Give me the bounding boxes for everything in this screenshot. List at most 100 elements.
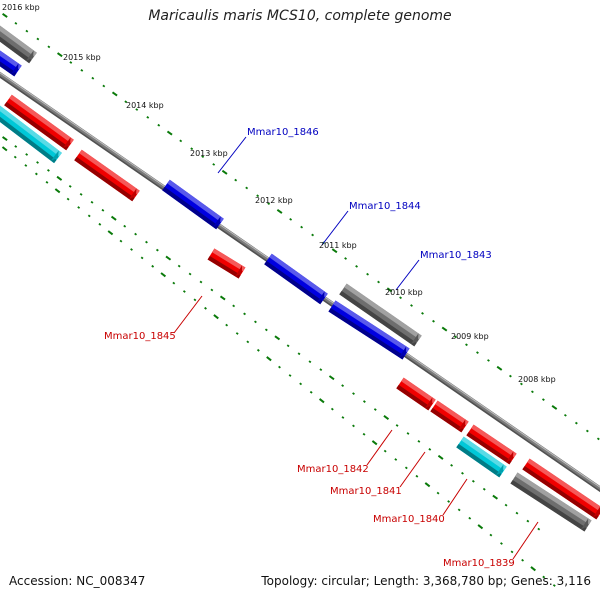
gene-label-mmar10-1846[interactable]: Mmar10_1846: [247, 127, 319, 138]
kbp-tick-label: 2010 kbp: [385, 288, 423, 297]
tick-mark: [90, 200, 94, 204]
accession-text: Accession: NC_008347: [9, 574, 146, 588]
tick-mark: [267, 202, 271, 206]
tick-mark: [201, 155, 205, 158]
tick-mark: [309, 390, 313, 394]
tick-mark: [596, 437, 600, 441]
gene-block-mmar10-1839[interactable]: [522, 458, 600, 520]
gene-label-leader: [395, 259, 420, 291]
tick-mark: [107, 230, 114, 236]
tick-mark: [25, 153, 29, 156]
gene-block-grey-2[interactable]: [510, 472, 592, 532]
gene-block-mmar10-1842[interactable]: [396, 377, 436, 411]
tick-mark: [330, 407, 334, 411]
tick-mark: [492, 494, 499, 500]
kbp-tick-label: 2012 kbp: [255, 196, 293, 205]
gene-block-red-1[interactable]: [4, 94, 74, 151]
tick-mark: [24, 164, 28, 167]
gene-block-cyan-1[interactable]: [0, 104, 62, 164]
tick-mark: [47, 45, 51, 49]
tick-mark: [352, 424, 355, 428]
tick-mark: [47, 169, 50, 172]
gene-block-mmar10-1840[interactable]: [456, 436, 507, 478]
tick-mark: [489, 533, 493, 537]
gene-block-mmar10-1843[interactable]: [339, 283, 422, 347]
tick-mark: [352, 392, 355, 395]
gene-block-mmar10-1841[interactable]: [430, 400, 469, 433]
tick-mark: [25, 29, 29, 33]
tick-mark: [266, 356, 272, 362]
gene-block-mmar10-1844[interactable]: [264, 253, 328, 305]
tick-mark: [210, 288, 214, 292]
tick-mark: [212, 163, 216, 166]
gene-block-blue-1[interactable]: [0, 49, 22, 77]
gene-label-mmar10-1844[interactable]: Mmar10_1844: [349, 201, 421, 212]
gene-label-leader: [217, 136, 247, 174]
tick-mark: [355, 264, 358, 268]
tick-mark: [68, 184, 72, 188]
tick-mark: [243, 312, 246, 316]
tick-mark: [344, 257, 348, 260]
kbp-tick-label: 2015 kbp: [63, 53, 101, 62]
tick-mark: [410, 304, 413, 307]
gene-label-leader: [173, 295, 203, 334]
tick-mark: [404, 466, 408, 470]
tick-mark: [520, 382, 523, 386]
gene-block-grey-1[interactable]: [0, 24, 37, 64]
gene-block-blue-2[interactable]: [328, 300, 410, 360]
tick-mark: [190, 147, 194, 151]
gene-label-mmar10-1841[interactable]: Mmar10_1841: [330, 486, 402, 497]
map-title: Maricaulis maris MCS10, complete genome: [148, 8, 452, 24]
gene-block-mmar10-1846[interactable]: [162, 179, 224, 230]
tick-mark: [542, 575, 546, 579]
tick-mark: [13, 155, 17, 159]
tick-mark: [406, 432, 410, 435]
tick-mark: [526, 519, 530, 523]
tick-mark: [509, 374, 512, 378]
tick-mark: [246, 340, 250, 344]
tick-mark: [331, 248, 338, 254]
tick-mark: [383, 449, 387, 453]
tick-mark: [541, 398, 545, 402]
tick-mark: [447, 500, 451, 503]
gene-block-red-2[interactable]: [74, 149, 140, 202]
tick-mark: [77, 206, 81, 209]
tick-mark: [213, 314, 219, 320]
gene-label-mmar10-1842[interactable]: Mmar10_1842: [297, 464, 369, 475]
tick-mark: [256, 348, 260, 352]
gene-label-mmar10-1839[interactable]: Mmar10_1839: [443, 558, 515, 569]
tick-mark: [179, 139, 183, 143]
gene-block-mmar10-1845[interactable]: [207, 248, 246, 279]
tick-mark: [441, 326, 448, 332]
tick-mark: [45, 180, 49, 184]
tick-mark: [299, 382, 303, 386]
tick-mark: [383, 415, 390, 420]
tick-marks-layer: [1, 13, 600, 587]
tick-mark: [124, 100, 128, 104]
tick-mark: [377, 280, 380, 284]
tick-mark: [552, 584, 556, 587]
tick-mark: [362, 400, 366, 403]
tick-mark: [341, 416, 345, 419]
tick-mark: [476, 351, 479, 354]
tick-mark: [276, 209, 283, 214]
kbp-tick-label: 2011 kbp: [319, 241, 357, 250]
tick-mark: [182, 290, 186, 293]
gene-label-mmar10-1845[interactable]: Mmar10_1845: [104, 331, 176, 342]
tick-mark: [482, 487, 486, 491]
tick-mark: [256, 194, 260, 198]
tick-mark: [146, 116, 150, 119]
tick-mark: [308, 360, 312, 364]
gene-label-mmar10-1843[interactable]: Mmar10_1843: [420, 250, 492, 261]
genome-summary-text: Topology: circular; Length: 3,368,780 bp…: [261, 574, 591, 588]
gene-block-red-3[interactable]: [466, 424, 517, 465]
tick-mark: [395, 424, 399, 427]
gene-label-mmar10-1840[interactable]: Mmar10_1840: [373, 514, 445, 525]
tick-mark: [111, 91, 118, 97]
tick-mark: [56, 175, 63, 181]
tick-mark: [510, 550, 514, 554]
tick-mark: [300, 225, 304, 229]
